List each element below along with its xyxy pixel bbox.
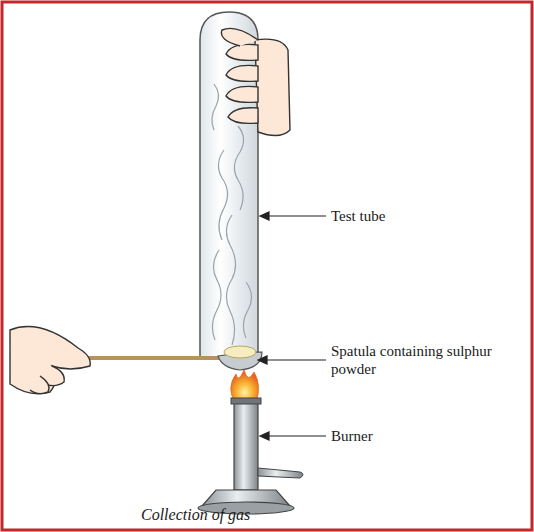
- part-label: Spatula containing sulphur powder: [331, 342, 501, 378]
- part-label: Burner: [331, 427, 511, 445]
- figure-caption: Collection of gas: [141, 506, 250, 524]
- part-label: Test tube: [331, 207, 511, 225]
